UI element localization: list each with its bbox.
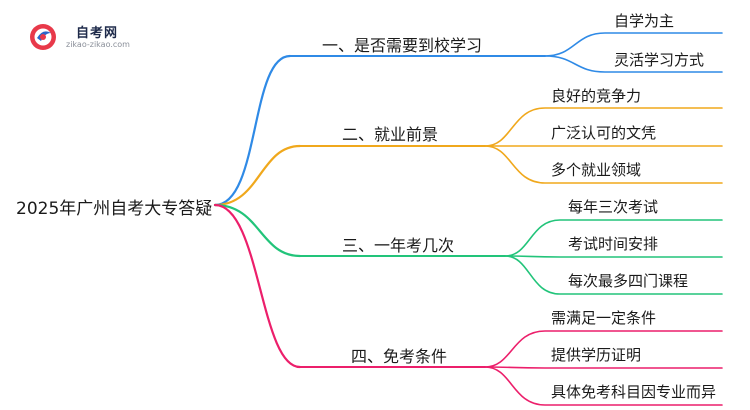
branch-1-connector [213, 54, 292, 207]
branch-4-topic: 四、免考条件 [351, 347, 448, 366]
branch-4-leaf-1: 需满足一定条件 [551, 309, 657, 327]
branch-3-leaf-2-connector [504, 255, 723, 258]
site-logo[interactable]: 自考网 zikao-zikao.com [28, 20, 168, 54]
branch-4-leaf-1-connector [484, 330, 723, 368]
branch-2-connector [213, 144, 302, 207]
branch-1-leaf-1: 自学为主 [614, 12, 675, 30]
branch-3-leaf-2: 考试时间安排 [568, 235, 659, 253]
branch-3-leaf-3: 每次最多四门课程 [568, 272, 689, 290]
branch-2-leaf-2: 广泛认可的文凭 [551, 124, 657, 142]
branch-3-leaf-3-connector [504, 255, 723, 295]
mindmap-root-topic: 2025年广州自考大专答疑 [16, 199, 213, 219]
branch-2-topic: 二、就业前景 [342, 125, 439, 144]
logo-icon [30, 24, 56, 50]
branch-4-leaf-2-connector [484, 366, 723, 369]
branch-4-leaf-3: 具体免考科目因专业而异 [551, 383, 717, 401]
branch-1-leaf-2: 灵活学习方式 [614, 51, 705, 69]
branch-2-leaf-3-connector [484, 145, 723, 184]
branch-4-leaf-3-connector [484, 366, 723, 406]
branch-4-connector [213, 203, 302, 369]
branch-2-leaf-3: 多个就业领域 [551, 161, 642, 179]
branch-3-topic: 三、一年考几次 [342, 236, 455, 255]
logo-url: zikao-zikao.com [66, 40, 130, 49]
branch-2-leaf-1-connector [484, 107, 723, 147]
branch-2-leaf-1: 良好的竞争力 [551, 87, 642, 105]
branch-1-leaf-2-connector [544, 55, 723, 73]
branch-3-leaf-1-connector [504, 219, 723, 257]
branch-4-leaf-2: 提供学历证明 [551, 346, 642, 364]
branch-1-topic: 一、是否需要到校学习 [322, 36, 483, 55]
branch-3-leaf-1: 每年三次考试 [568, 198, 659, 216]
logo-name: 自考网 [76, 26, 119, 41]
branch-3-connector [213, 203, 302, 258]
branch-1-leaf-1-connector [544, 32, 723, 57]
